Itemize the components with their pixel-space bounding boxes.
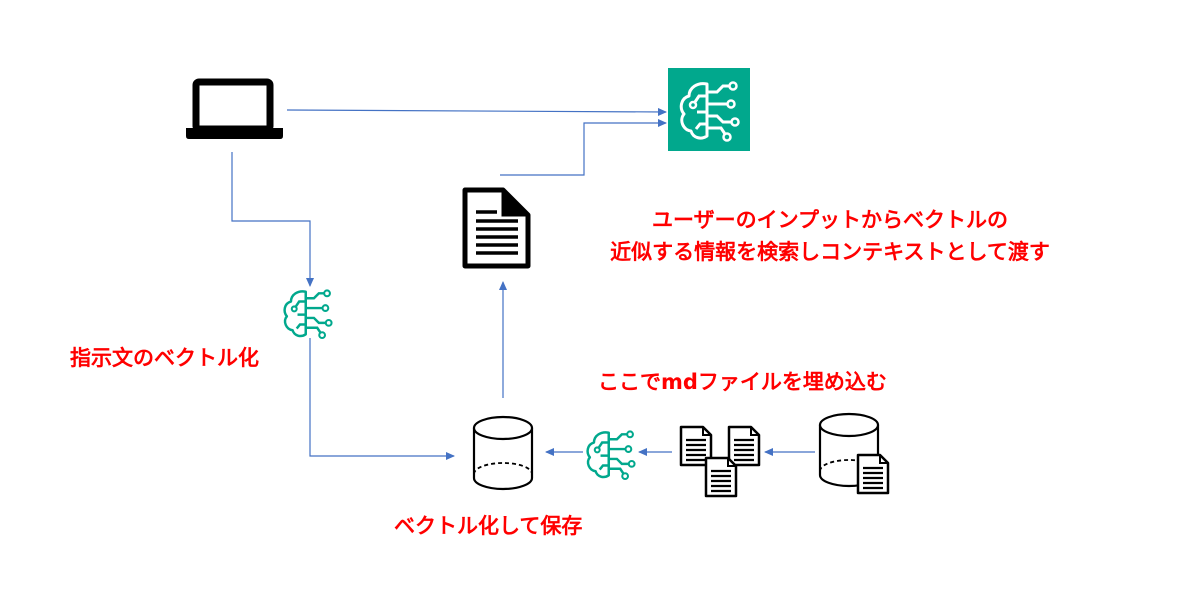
embed-md-label: ここでmdファイルを埋め込む — [598, 370, 887, 394]
arrow-embedding-to-vectordb — [309, 338, 455, 460]
connectors — [231, 107, 815, 460]
laptop-icon — [186, 78, 283, 139]
rag-context-line2: 近似する情報を検索しコンテキストとして渡す — [610, 240, 1050, 264]
md-files-icon — [679, 425, 761, 498]
rag-context-line1: ユーザーのインプットからベクトルの — [652, 208, 1008, 232]
embedding-docs-icon — [586, 430, 636, 481]
arrow-document-to-llm — [500, 119, 667, 176]
vector-db-icon — [472, 415, 534, 491]
document-icon — [462, 187, 531, 269]
rag-context-label: ユーザーのインプットからベクトルの 近似する情報を検索しコンテキストとして渡す — [560, 204, 1100, 268]
arrow-laptop-to-embedding — [231, 152, 314, 287]
source-db-icon — [818, 412, 890, 495]
embedding-query-icon — [283, 289, 333, 340]
llm-service-icon — [668, 68, 750, 151]
embed-query-label: 指示文のベクトル化 — [70, 346, 259, 370]
arrow-laptop-to-llm — [286, 107, 667, 116]
vectorize-store-label: ベクトル化して保存 — [394, 514, 583, 538]
